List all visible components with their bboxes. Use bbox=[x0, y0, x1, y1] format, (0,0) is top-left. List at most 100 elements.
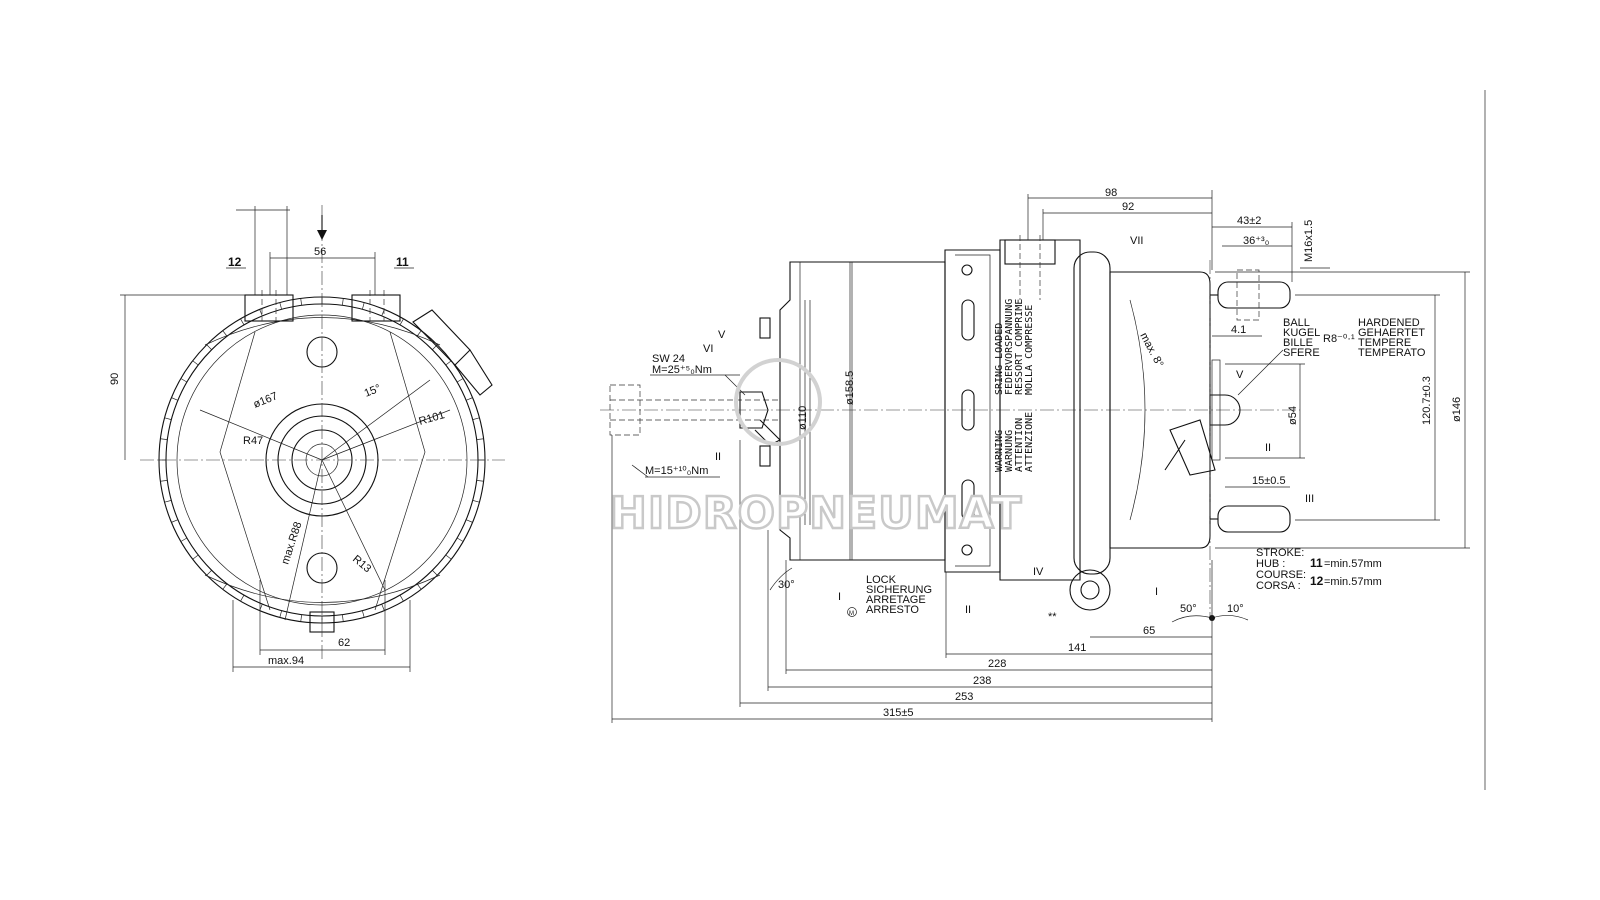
serration-tick bbox=[476, 480, 484, 482]
chord-left bbox=[219, 331, 271, 611]
sw24-label: SW 24 bbox=[652, 353, 685, 365]
dim-r101: R101 bbox=[418, 409, 447, 428]
stroke-label-2: HUB : bbox=[1256, 558, 1285, 570]
serration-tick bbox=[399, 594, 404, 602]
label-iv: IV bbox=[1033, 566, 1044, 578]
serration-tick bbox=[472, 500, 480, 503]
dim-315: 315±5 bbox=[883, 707, 914, 719]
lock-text-3: ARRETAGE bbox=[866, 594, 926, 606]
watermark: HIDROPNEUMAT bbox=[610, 488, 1022, 539]
serration-tick bbox=[192, 360, 199, 366]
spring-loaded-text: SRING LOADED FEDERVORSPANNUNG RESSORT CO… bbox=[994, 299, 1035, 395]
dim-m16: M16x1.5 bbox=[1303, 220, 1315, 262]
serration-tick bbox=[160, 480, 168, 482]
port-12-body bbox=[244, 294, 294, 322]
warning-text-1: WARNING bbox=[994, 430, 1005, 472]
stroke-11-num: 11 bbox=[1310, 556, 1323, 570]
dim-146: ø146 bbox=[1451, 397, 1463, 422]
dim-r13: R13 bbox=[350, 553, 373, 575]
watermark-gear-icon bbox=[734, 358, 822, 446]
lock-text-4: ARRESTO bbox=[866, 604, 919, 616]
torque-2: M=15⁺¹⁰₀Nm bbox=[645, 465, 708, 477]
serration-tick bbox=[465, 519, 473, 523]
serration-tick bbox=[222, 330, 228, 337]
serration-tick bbox=[192, 554, 199, 560]
dim-141: 141 bbox=[1068, 642, 1086, 654]
lower-eye bbox=[1069, 569, 1111, 611]
spring-text-3: RESSORT COMPRIME bbox=[1014, 299, 1025, 395]
stroke-label-3: COURSE: bbox=[1256, 569, 1306, 581]
serration-tick bbox=[362, 610, 365, 618]
serration-tick bbox=[445, 554, 452, 560]
m-mark-text: M bbox=[849, 611, 854, 617]
serration-tick bbox=[206, 570, 212, 576]
dim-90: 90 bbox=[109, 373, 121, 385]
serration-tick bbox=[456, 378, 464, 383]
serration-tick bbox=[465, 397, 473, 401]
stroke-11-val: =min.57mm bbox=[1324, 558, 1382, 570]
label-vii: VII bbox=[1130, 235, 1143, 247]
dim-36: 36⁺³₀ bbox=[1243, 235, 1269, 247]
label-iii: III bbox=[1305, 493, 1314, 505]
stroke-label-1: STROKE: bbox=[1256, 547, 1304, 559]
serration-tick bbox=[240, 318, 245, 326]
dim-15deg: 15° bbox=[363, 382, 383, 399]
flange-ring bbox=[1073, 251, 1111, 575]
dim-167: ø167 bbox=[252, 390, 280, 411]
dim-92: 92 bbox=[1122, 201, 1134, 213]
port-11-label: 11 bbox=[396, 255, 409, 269]
stroke-label-4: CORSA : bbox=[1256, 580, 1301, 592]
label-vi: VI bbox=[703, 343, 713, 355]
serration-tick bbox=[279, 610, 282, 618]
hardened-label-4: TEMPERATO bbox=[1358, 347, 1426, 359]
ball-label-3: BILLE bbox=[1283, 337, 1313, 349]
spring-text-1: SRING LOADED bbox=[994, 323, 1005, 395]
serration-tick bbox=[300, 614, 302, 622]
stroke-12-val: =min.57mm bbox=[1324, 576, 1382, 588]
side-clamp bbox=[412, 309, 471, 366]
chord-right bbox=[374, 331, 426, 611]
ball-label-1: BALL bbox=[1283, 317, 1310, 329]
hardened-label-2: GEHAERTET bbox=[1358, 327, 1425, 339]
stud-upper bbox=[1217, 281, 1291, 309]
serration-tick bbox=[279, 302, 282, 310]
ball-label-2: KUGEL bbox=[1283, 327, 1320, 339]
serration-tick bbox=[342, 614, 344, 622]
serration-tick bbox=[342, 298, 344, 306]
serration-tick bbox=[300, 298, 302, 306]
pushrod-ball bbox=[1209, 394, 1241, 426]
slot-1 bbox=[961, 299, 975, 341]
hardened-label-1: HARDENED bbox=[1358, 317, 1420, 329]
port-12-label: 12 bbox=[228, 255, 242, 269]
dim-62: 62 bbox=[338, 637, 350, 649]
serration-tick bbox=[206, 344, 212, 350]
dim-r47: R47 bbox=[243, 435, 263, 447]
serration-tick bbox=[399, 318, 404, 326]
stroke-12-num: 12 bbox=[1310, 574, 1324, 588]
slot-3 bbox=[961, 479, 975, 521]
stud-lower bbox=[1217, 505, 1291, 533]
dim-54: ø54 bbox=[1287, 406, 1299, 425]
dim-94: max.94 bbox=[268, 655, 304, 667]
hardened-label-3: TEMPERE bbox=[1358, 337, 1411, 349]
dim-10deg: 10° bbox=[1227, 603, 1244, 615]
spring-text-4: MOLLA COMPRESSE bbox=[1024, 305, 1035, 395]
spring-text-2: FEDERVORSPANNUNG bbox=[1004, 299, 1015, 395]
label-ii-bottom: II bbox=[965, 604, 971, 616]
warning-text-3: ATTENTION bbox=[1014, 418, 1025, 472]
warning-text: WARNING WARNUNG ATTENTION ATTENZIONE bbox=[994, 412, 1035, 472]
end-view: 56 12 11 90 ø167 15° R101 R47 max.R88 R1… bbox=[109, 205, 505, 672]
dim-65: 65 bbox=[1143, 625, 1155, 637]
warning-text-2: WARNUNG bbox=[1004, 430, 1015, 472]
serration-tick bbox=[456, 537, 464, 542]
label-star: ** bbox=[1048, 611, 1057, 623]
label-v: V bbox=[718, 329, 726, 341]
lock-text-2: SICHERUNG bbox=[866, 584, 932, 596]
serration-tick bbox=[160, 438, 168, 440]
dim-15: 15±0.5 bbox=[1252, 475, 1286, 487]
dim-238: 238 bbox=[973, 675, 991, 687]
dim-43: 43±2 bbox=[1237, 215, 1261, 227]
m-mark bbox=[847, 607, 857, 617]
dim-r8: R8⁻⁰·¹ bbox=[1323, 333, 1355, 345]
